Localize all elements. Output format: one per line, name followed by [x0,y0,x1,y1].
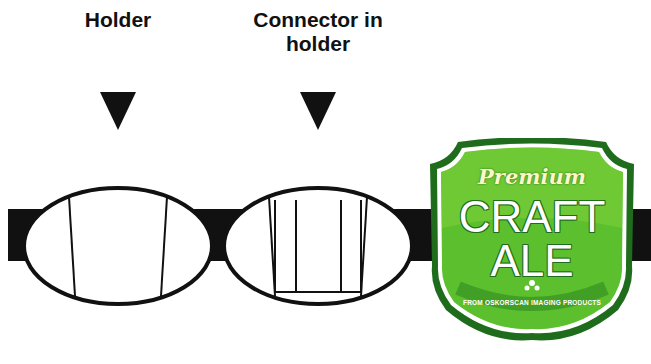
connector-outline [275,200,361,292]
holder-ellipse [24,188,212,304]
connector-line [340,200,342,292]
part-label: Connector in holder [243,8,393,56]
premium-text: Premium [428,164,636,189]
connector-line [295,200,297,292]
brand-text: CRAFT ALE [450,195,615,283]
maker-text: FROM OSKORSCAN IMAGING PRODUCTS [428,299,636,306]
pointer-triangle [100,92,136,130]
holder-line [161,197,167,296]
holder-ellipse [224,188,412,304]
holder-line [69,197,75,296]
label-badge: PremiumCRAFT ALE FROM OSKORSCAN IMAGING P… [428,138,636,342]
part-label: Holder [28,8,208,32]
pointer-triangle [300,92,336,130]
